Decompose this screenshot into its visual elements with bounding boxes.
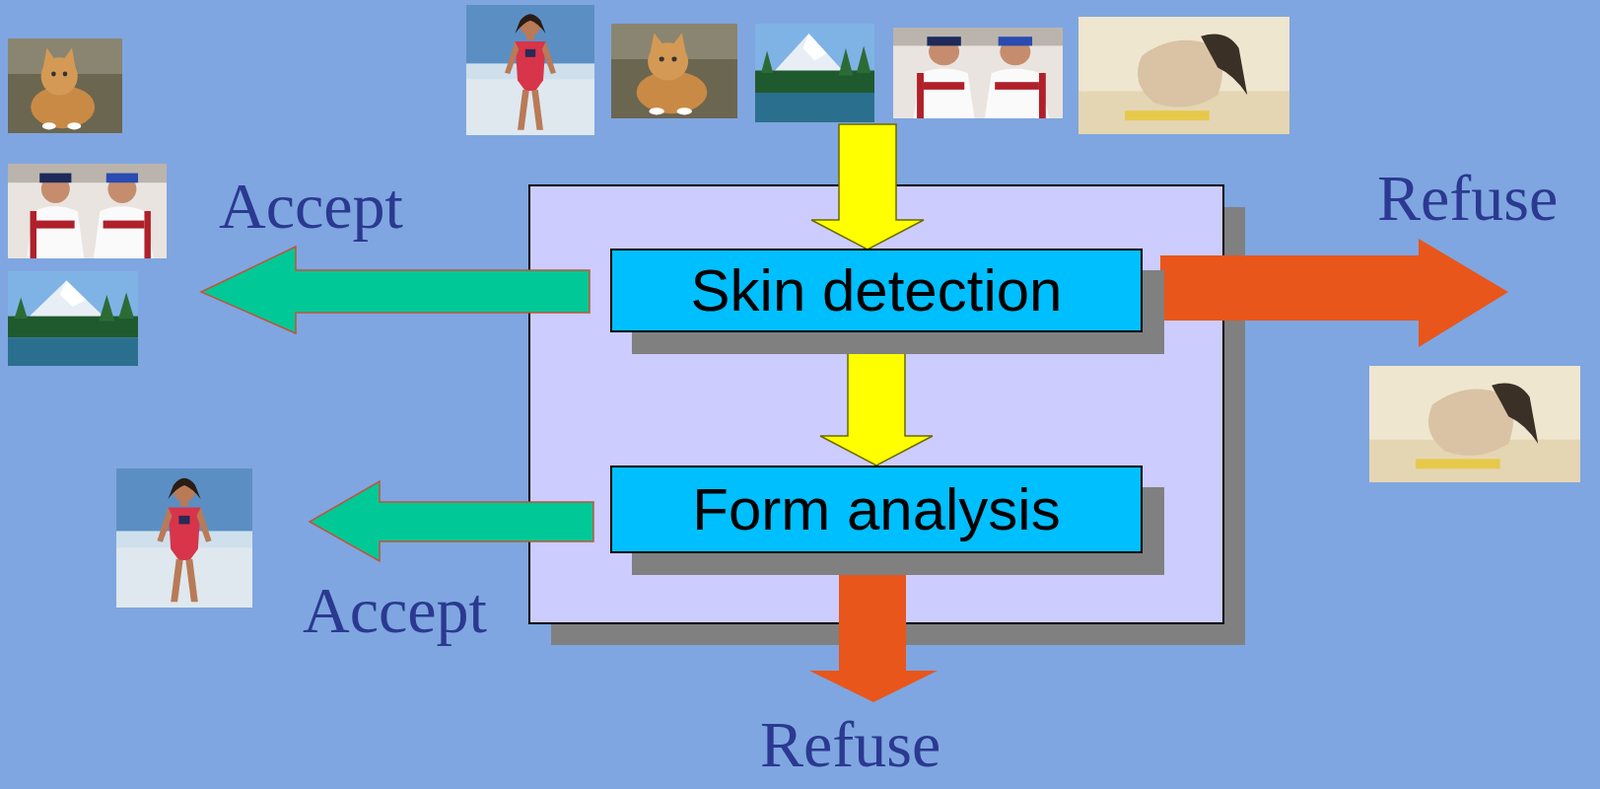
accept-label: Accept xyxy=(302,577,487,643)
box-text: Skin detection xyxy=(691,258,1063,324)
refuse-label: Refuse xyxy=(1377,165,1558,231)
flow-arrow xyxy=(820,332,933,466)
refuse-label: Refuse xyxy=(760,711,941,777)
box-text: Form analysis xyxy=(692,477,1060,543)
accept-label: Accept xyxy=(218,173,404,239)
process-box: Form analysis xyxy=(610,465,1143,554)
process-box: Skin detection xyxy=(610,248,1143,333)
